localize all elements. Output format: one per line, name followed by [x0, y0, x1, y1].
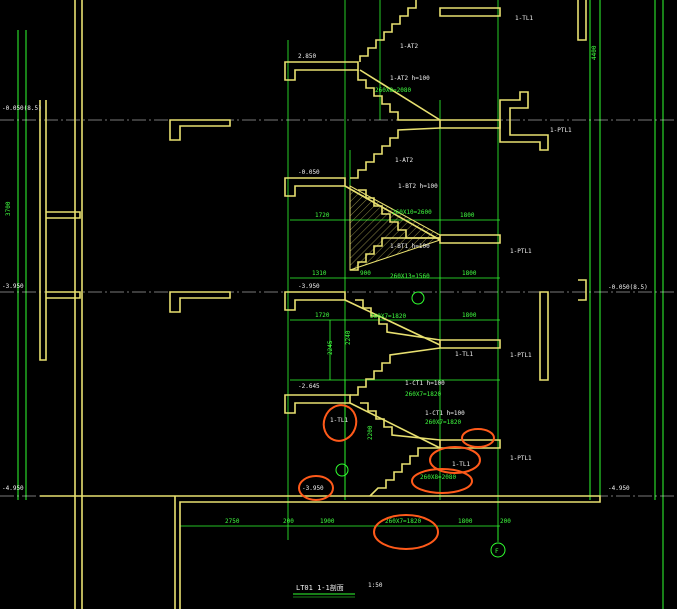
svg-text:2200: 2200	[367, 425, 374, 440]
svg-text:1-PTL1: 1-PTL1	[510, 455, 532, 462]
svg-text:1900: 1900	[320, 518, 335, 525]
drawing-scale: 1:50	[368, 582, 383, 589]
svg-text:3700: 3700	[5, 201, 12, 216]
svg-text:1800: 1800	[462, 270, 477, 277]
flight-labels: 1-AT2 1-AT2 h=100 1-AT2 1-BT2 h=100 1-BT…	[390, 43, 465, 417]
svg-text:260X8=2080: 260X8=2080	[420, 474, 457, 481]
axis-bubble-F: F	[490, 526, 506, 558]
svg-text:-0.050(8.5): -0.050(8.5)	[608, 284, 648, 291]
svg-text:2240: 2240	[345, 330, 352, 345]
svg-text:-4.950: -4.950	[2, 485, 24, 492]
svg-text:-3.950: -3.950	[2, 283, 24, 290]
svg-text:260X10=2600: 260X10=2600	[392, 209, 432, 216]
svg-text:1-AT2 h=100: 1-AT2 h=100	[390, 75, 430, 82]
drawing-title-block: LT01 1-1剖面 1:50	[293, 582, 383, 598]
svg-text:2.850: 2.850	[298, 53, 316, 60]
svg-text:1800: 1800	[460, 212, 475, 219]
svg-text:2750: 2750	[225, 518, 240, 525]
step-notes: 260X8=2080 260X10=2600 260X13=1560 260X7…	[370, 87, 462, 481]
svg-text:1-PTL1: 1-PTL1	[550, 127, 572, 134]
svg-text:200: 200	[283, 518, 294, 525]
review-markups	[298, 404, 495, 550]
dimension-frame	[17, 0, 664, 609]
svg-text:1720: 1720	[315, 312, 330, 319]
svg-text:1-TL1: 1-TL1	[452, 461, 470, 468]
svg-text:1-AT2: 1-AT2	[395, 157, 413, 164]
svg-text:2245: 2245	[327, 340, 334, 355]
svg-text:-0.050(8.5): -0.050(8.5)	[2, 105, 42, 112]
svg-text:1-PTL1: 1-PTL1	[510, 248, 532, 255]
svg-text:1-TL1: 1-TL1	[330, 417, 348, 424]
svg-text:1-BT2 h=100: 1-BT2 h=100	[398, 183, 438, 190]
svg-text:900: 900	[360, 270, 371, 277]
section-bubble	[335, 463, 349, 477]
svg-text:260X7=1820: 260X7=1820	[405, 391, 442, 398]
beam-labels: 1-TL1 1-PTL1 1-PTL1 1-PTL1 1-PTL1 1-TL1 …	[330, 15, 572, 468]
svg-text:-0.050: -0.050	[298, 169, 320, 176]
svg-text:260X13=1560: 260X13=1560	[390, 273, 430, 280]
svg-text:1-AT2: 1-AT2	[400, 43, 418, 50]
svg-text:-3.950: -3.950	[298, 283, 320, 290]
svg-text:1-CT1 h=100: 1-CT1 h=100	[405, 380, 445, 387]
hatched-flight-section	[349, 185, 441, 271]
svg-text:F: F	[495, 548, 499, 555]
svg-text:260X8=2080: 260X8=2080	[375, 87, 412, 94]
svg-text:1310: 1310	[312, 270, 327, 277]
svg-text:1800: 1800	[458, 518, 473, 525]
structure-outline	[39, 0, 601, 609]
dimension-texts: 2750 200 1900 260X7=1820 1800 200 1720 1…	[5, 45, 598, 525]
svg-text:1800: 1800	[462, 312, 477, 319]
level-marks: -0.050(8.5) -4.950 -0.050(8.5) -3.950 -4…	[2, 53, 648, 492]
svg-text:1720: 1720	[315, 212, 330, 219]
svg-text:200: 200	[500, 518, 511, 525]
svg-text:-3.950: -3.950	[302, 485, 324, 492]
svg-text:1-BT1 h=100: 1-BT1 h=100	[390, 243, 430, 250]
svg-text:-2.645: -2.645	[298, 383, 320, 390]
svg-text:-4.950: -4.950	[608, 485, 630, 492]
svg-text:260X7=1820: 260X7=1820	[385, 518, 422, 525]
level-axes	[0, 119, 677, 497]
svg-text:260X7=1820: 260X7=1820	[425, 419, 462, 426]
drawing-title: LT01 1-1剖面	[296, 583, 344, 592]
svg-text:4400: 4400	[591, 45, 598, 60]
svg-text:1-TL1: 1-TL1	[455, 351, 473, 358]
svg-text:1-CT1 h=100: 1-CT1 h=100	[425, 410, 465, 417]
svg-text:260X7=1820: 260X7=1820	[370, 313, 407, 320]
svg-text:1-PTL1: 1-PTL1	[510, 352, 532, 359]
section-bubble	[411, 291, 425, 305]
svg-text:1-TL1: 1-TL1	[515, 15, 533, 22]
